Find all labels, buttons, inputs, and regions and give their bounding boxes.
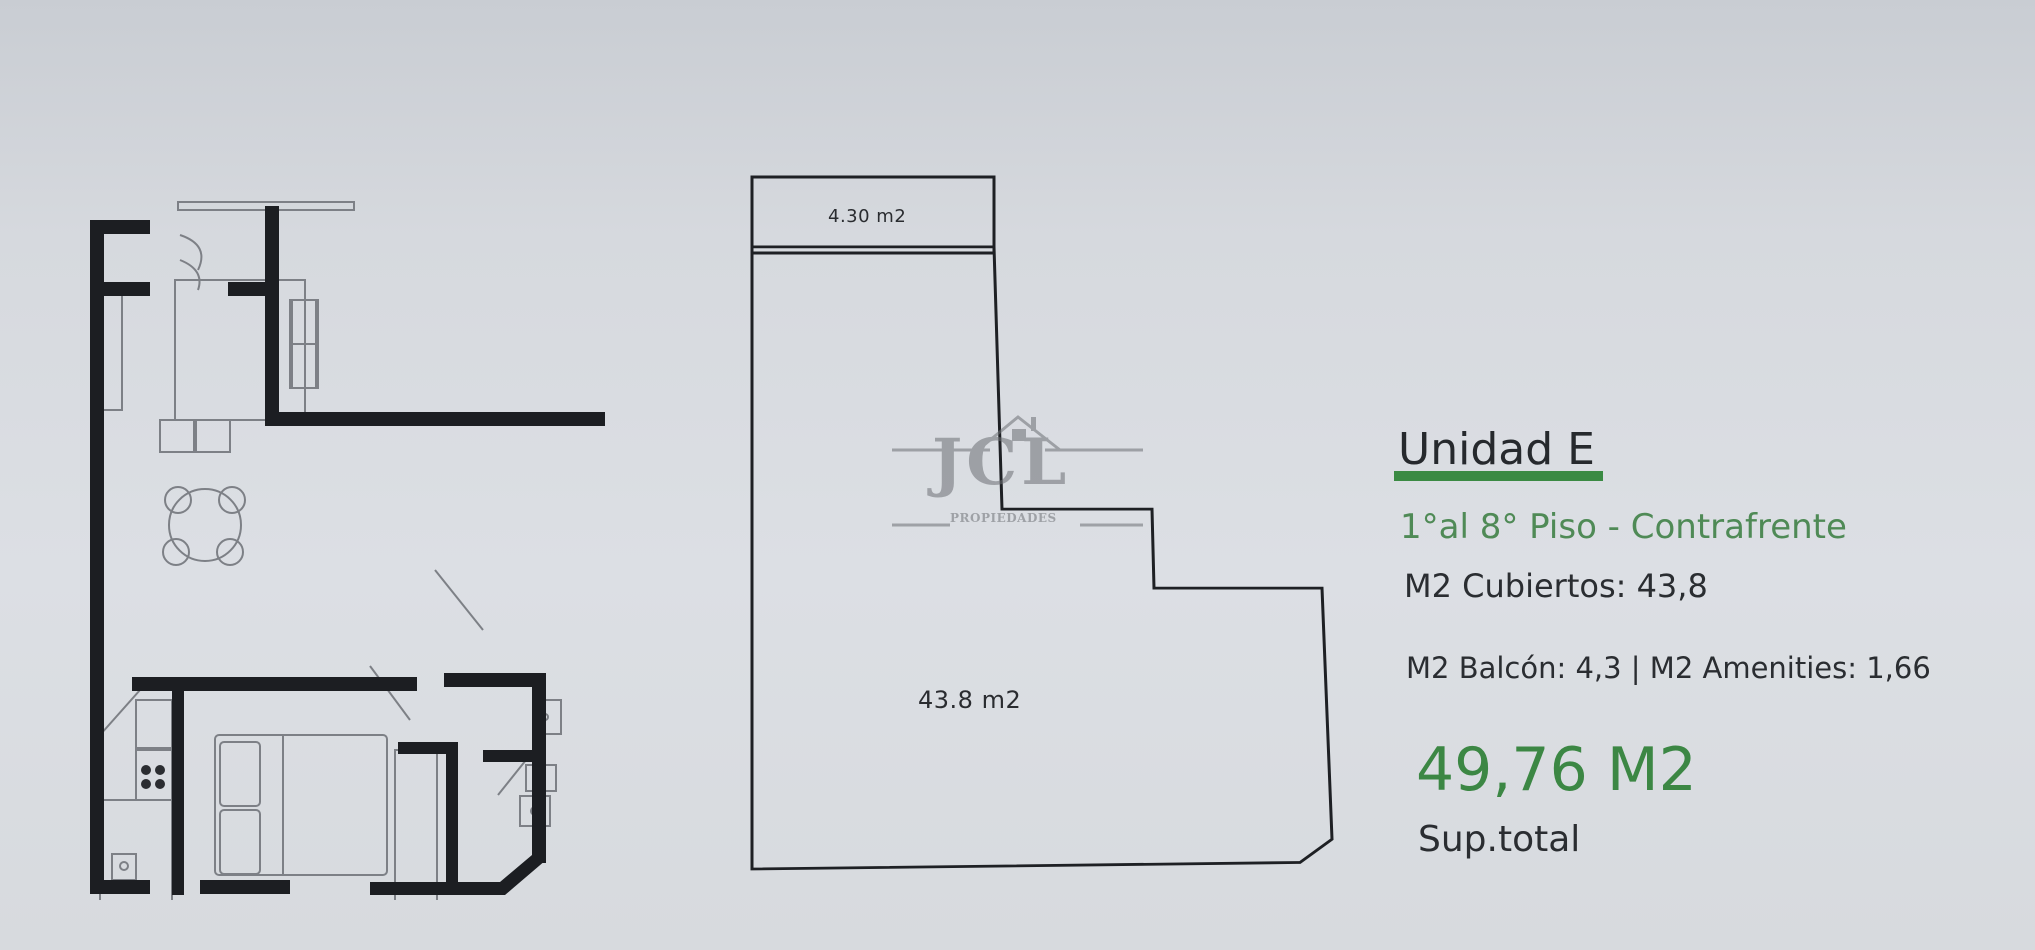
- unit-title-underline: [1394, 471, 1603, 481]
- balcony-area-label: 4.30 m2: [828, 206, 907, 227]
- watermark-brand: JCL: [932, 425, 1071, 500]
- unit-title-text: Unidad E: [1398, 424, 1595, 475]
- total-area-label: Sup.total: [1418, 819, 1581, 860]
- area-outline-diagram: [750, 175, 1334, 871]
- house-roof-icon: [892, 415, 1143, 527]
- watermark-subtitle: PROPIEDADES: [950, 511, 1057, 525]
- floor-range: 1°al 8° Piso - Contrafrente: [1400, 507, 1847, 547]
- stove-icon: [141, 765, 165, 789]
- covered-area-label: 43.8 m2: [918, 686, 1022, 714]
- floor-plan-drawing: [90, 201, 605, 900]
- unit-info-panel: Unidad E 1°al 8° Piso - Contrafrente M2 …: [1394, 424, 1931, 860]
- unit-title: Unidad E: [1394, 424, 1603, 481]
- jcl-watermark-logo: JCL PROPIEDADES: [890, 405, 1145, 535]
- total-area-value: 49,76 M2: [1416, 735, 1697, 805]
- covered-area-line: M2 Cubiertos: 43,8: [1404, 567, 1708, 605]
- balcony-amenities-line: M2 Balcón: 4,3 | M2 Amenities: 1,66: [1406, 651, 1931, 685]
